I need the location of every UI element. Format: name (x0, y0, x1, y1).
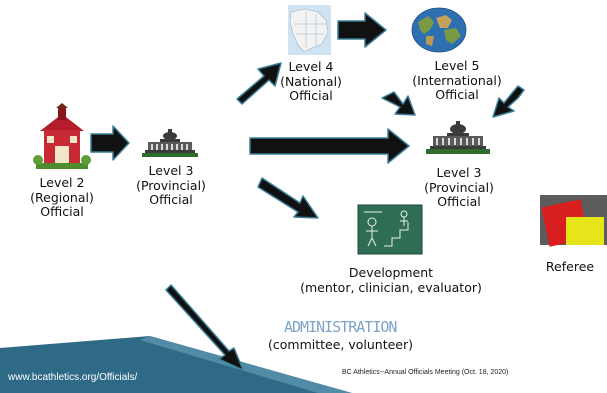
arrow-l4-to-l3right (381, 91, 416, 116)
arrow-l4-to-l5 (337, 12, 387, 48)
arrow-l3-to-administration (165, 284, 244, 371)
arrow-l3-to-l4 (236, 62, 282, 105)
level3-right-label: Level 3 (Provincial) Official (424, 165, 494, 209)
administration-subtitle: (committee, volunteer) (268, 337, 414, 352)
administration-title: ADMINISTRATION (284, 318, 397, 336)
footer-meeting: BC Athletics--Annual Officials Meeting (… (342, 369, 509, 376)
referee-label: Referee (545, 259, 595, 274)
footer-url: www.bcathletics.org/Officials/ (8, 372, 138, 383)
arrow-l5-to-l3right (492, 85, 525, 118)
level2-label: Level 2 (Regional) Official (30, 175, 94, 219)
level3-left-label: Level 3 (Provincial) Official (136, 163, 206, 207)
arrow-l2-to-l3 (90, 125, 130, 161)
arrow-l3-to-l3right (249, 128, 410, 164)
development-label: Development (mentor, clinician, evaluato… (300, 265, 482, 295)
level5-label: Level 5 (International) Official (412, 58, 502, 102)
arrow-l3-to-development (257, 177, 319, 219)
level4-label: Level 4 (National) Official (280, 59, 342, 103)
